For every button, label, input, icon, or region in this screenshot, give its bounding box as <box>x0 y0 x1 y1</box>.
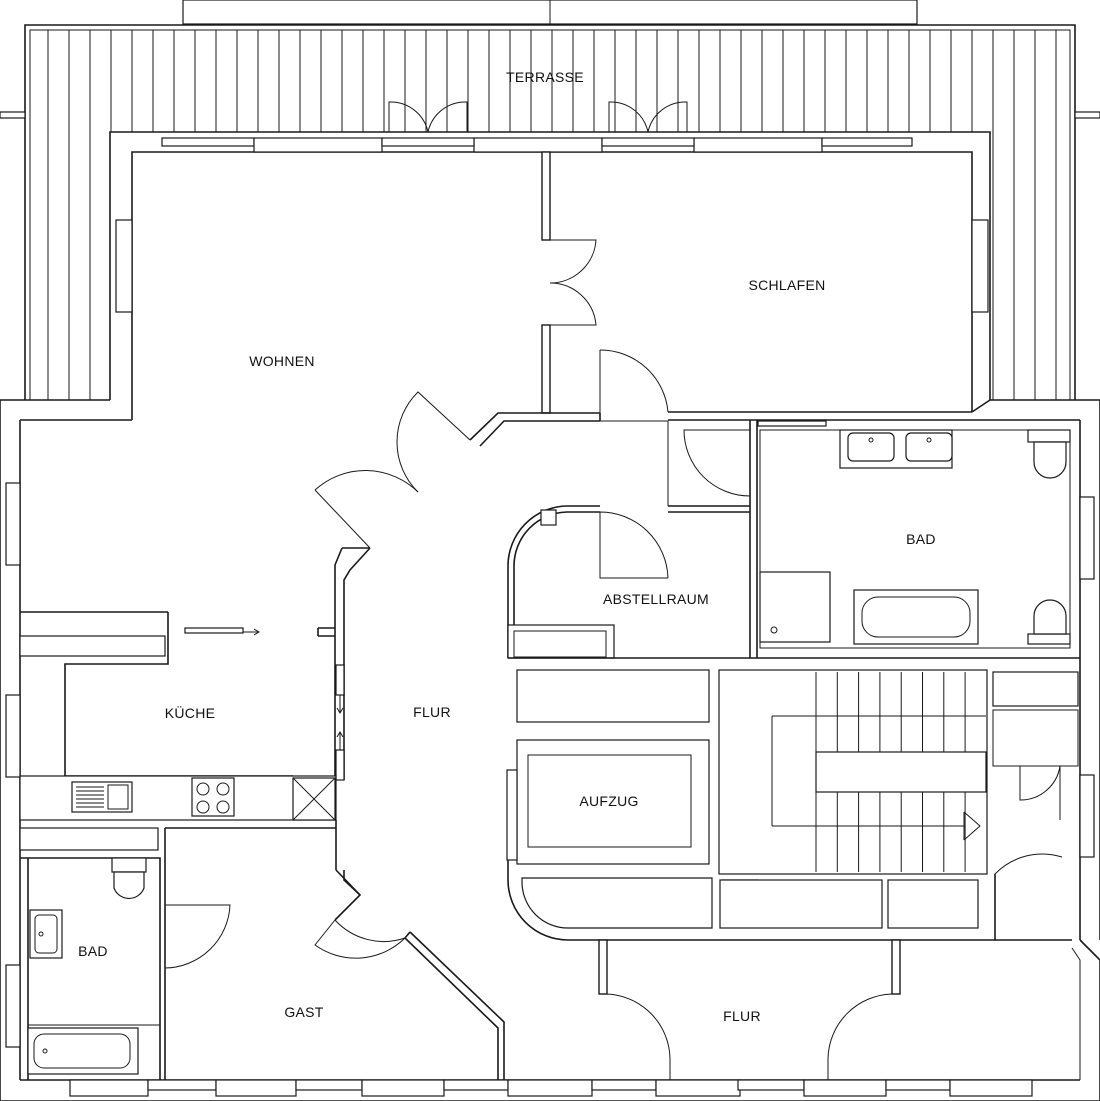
room-label-flur-center: FLUR <box>413 704 451 720</box>
bottom-windows <box>69 1079 1033 1097</box>
room-label-abstellraum: ABSTELLRAUM <box>603 591 709 607</box>
room-label-flur-bottom: FLUR <box>723 1008 761 1024</box>
room-labels: TERRASSE WOHNEN SCHLAFEN BAD ABSTELLRAUM… <box>78 69 936 1024</box>
room-label-aufzug: AUFZUG <box>579 793 638 809</box>
room-label-schlafen: SCHLAFEN <box>748 277 825 293</box>
doors <box>164 239 1063 1080</box>
side-windows <box>0 111 1100 1048</box>
terrace-doors <box>388 101 688 133</box>
room-label-wohnen: WOHNEN <box>249 353 315 369</box>
interior-walls <box>19 151 1080 1080</box>
terrace-decking <box>24 0 1076 400</box>
room-label-kueche: KÜCHE <box>165 704 216 721</box>
bathroom-fixtures <box>27 429 1071 1075</box>
room-label-bad-top: BAD <box>906 531 936 547</box>
room-label-bad-left: BAD <box>78 943 108 959</box>
top-windows <box>161 137 913 153</box>
room-label-gast: GAST <box>284 1004 323 1020</box>
room-label-terrasse: TERRASSE <box>506 69 584 85</box>
